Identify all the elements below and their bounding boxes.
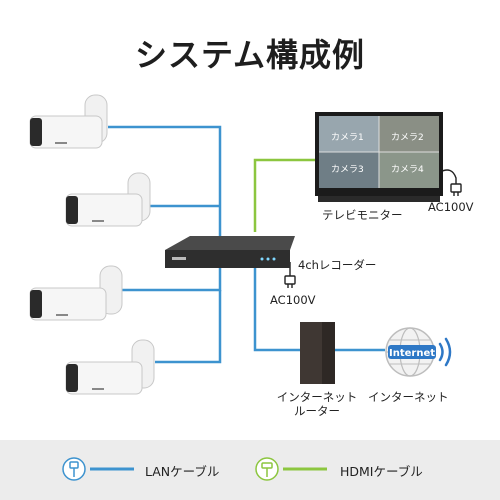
internet-globe-icon: Internet	[385, 327, 436, 377]
screen-camera-label-1: カメラ1	[331, 132, 364, 143]
wireless-signal-icon	[438, 337, 452, 367]
recorder	[165, 236, 295, 268]
lan-cables	[108, 125, 385, 364]
recorder-power-label: AC100V	[270, 293, 316, 307]
lan-cable-camera-4	[155, 290, 222, 364]
screen-camera-label-3: カメラ3	[331, 164, 364, 175]
lan-cable-icon	[62, 457, 86, 481]
tv-label: テレビモニター	[322, 208, 403, 222]
screen-camera-label-2: カメラ2	[391, 132, 424, 143]
hdmi-cable-icon	[255, 457, 279, 481]
hdmi-legend-graphic	[255, 457, 327, 481]
internet-router	[300, 322, 335, 384]
tv-power-plug-icon	[439, 169, 462, 196]
tv-monitor: カメラ1 カメラ2 カメラ3 カメラ4	[315, 112, 443, 202]
page-title: システム構成例	[134, 36, 366, 74]
camera-2	[65, 172, 151, 227]
camera-1	[29, 94, 108, 149]
lan-cable-camera-1	[108, 125, 222, 256]
router-label-line-1: インターネット	[276, 390, 358, 404]
lan-cable-router	[253, 268, 300, 352]
router-label: インターネット ルーター	[272, 390, 362, 418]
screen-camera-label-4: カメラ4	[391, 164, 424, 175]
lan-legend-graphic	[62, 457, 134, 481]
system-diagram: カメラ1 カメラ2 カメラ3 カメラ4	[29, 94, 462, 395]
recorder-power-plug-icon	[284, 262, 296, 288]
hdmi-cable	[253, 158, 315, 232]
tv-power-label: AC100V	[428, 200, 474, 214]
camera-4	[65, 339, 155, 395]
internet-cloud-text: Internet	[389, 348, 435, 359]
recorder-label: 4chレコーダー	[298, 258, 377, 272]
lan-legend-label: LANケーブル	[145, 464, 220, 479]
hdmi-legend-label: HDMIケーブル	[340, 464, 423, 479]
camera-3	[29, 265, 123, 321]
router-label-line-2: ルーター	[294, 404, 340, 418]
internet-label: インターネット	[368, 390, 449, 404]
